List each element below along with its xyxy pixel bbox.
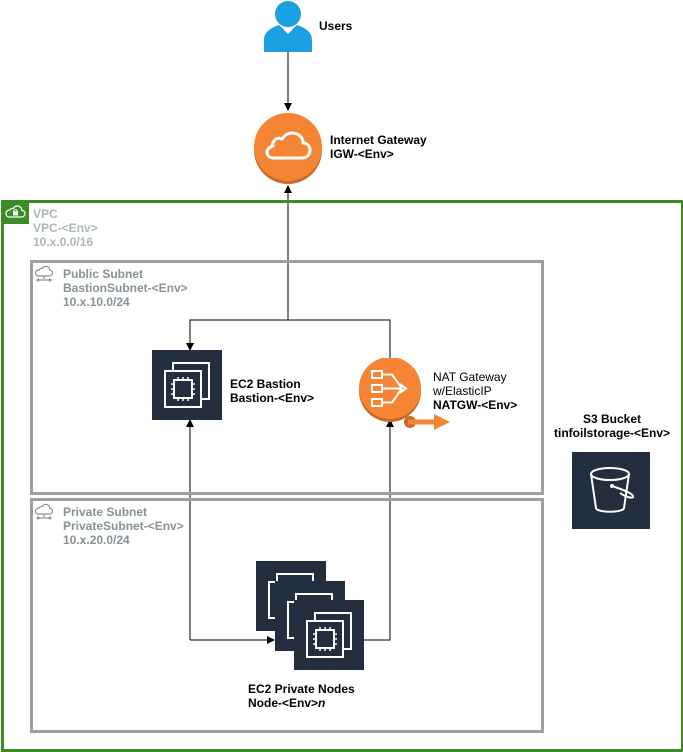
private-nodes-title: EC2 Private Nodes <box>248 682 355 696</box>
ec2-private-node-icon-front <box>294 600 364 670</box>
nat-gateway-icon <box>358 357 458 430</box>
s3-bucket-icon <box>572 452 650 529</box>
vpc-name: VPC-<Env> <box>33 221 98 235</box>
igw-name: IGW-<Env> <box>330 147 394 161</box>
nat-gateway-line1: NAT Gateway <box>433 370 507 384</box>
private-subnet-title: Private Subnet <box>63 505 148 519</box>
bastion-title: EC2 Bastion <box>230 377 301 391</box>
igw-title: Internet Gateway <box>330 133 427 147</box>
users-label: Users <box>319 19 353 33</box>
nat-top-connector <box>288 319 391 358</box>
vpc-badge <box>1 200 29 224</box>
public-subnet-name: BastionSubnet-<Env> <box>63 281 188 295</box>
bastion-top-connector <box>186 319 288 351</box>
bastion-name: Bastion-<Env> <box>230 391 315 405</box>
private-nodes-name: Node-<Env>n <box>248 696 325 710</box>
vpc-cidr: 10.x.0.0/16 <box>33 235 94 249</box>
private-nodes-name-prefix: Node-<Env> <box>248 696 319 710</box>
internet-gateway-icon <box>252 112 324 184</box>
vpc-group <box>1 200 683 752</box>
private-subnet-cloud-icon <box>33 501 55 521</box>
private-subnet-cidr: 10.x.20.0/24 <box>63 533 130 547</box>
private-subnet-group <box>30 498 544 733</box>
public-subnet-group <box>30 260 544 495</box>
nat-gateway-line2: w/ElasticIP <box>433 384 492 398</box>
s3-title: S3 Bucket <box>583 412 642 426</box>
private-nodes-name-suffix: n <box>318 696 326 710</box>
s3-name: tinfoilstorage-<Env> <box>554 426 671 440</box>
public-subnet-title: Public Subnet <box>63 267 144 281</box>
public-subnet-cidr: 10.x.10.0/24 <box>63 295 130 309</box>
vpc-title: VPC <box>33 207 58 221</box>
nat-gateway-name: NATGW-<Env> <box>433 398 518 412</box>
public-subnet-cloud-icon <box>33 263 55 283</box>
users-icon <box>263 0 313 52</box>
private-subnet-name: PrivateSubnet-<Env> <box>63 519 184 533</box>
ec2-bastion-icon <box>152 350 222 420</box>
vpc-cloud-lock-icon <box>5 205 26 218</box>
